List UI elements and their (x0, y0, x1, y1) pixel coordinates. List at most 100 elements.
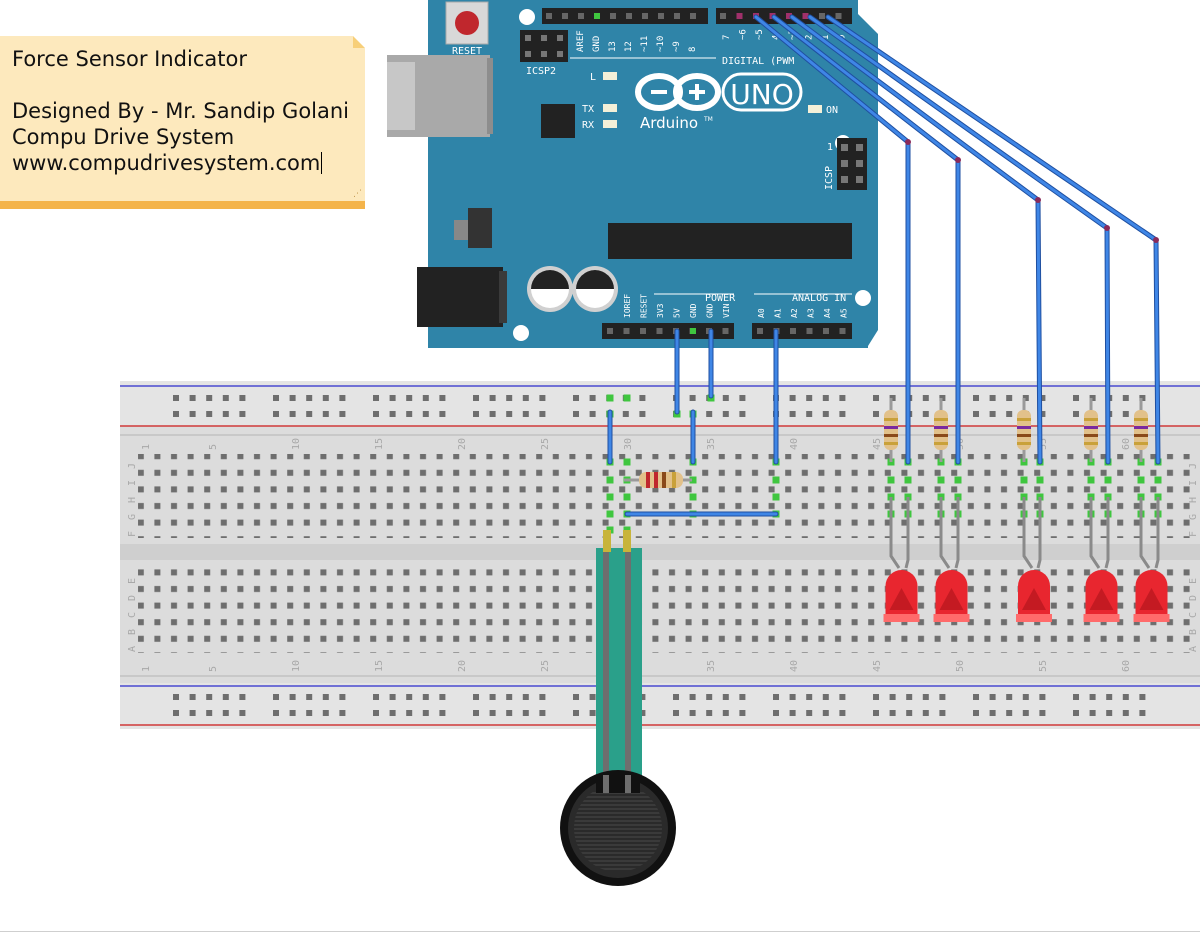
row-letter-left: E (127, 578, 138, 584)
note-bottom-bar (0, 201, 365, 209)
analog-pin-label: A1 (774, 308, 783, 318)
led-resistor (1084, 398, 1098, 462)
analog-pin-label: A0 (757, 308, 766, 318)
icsp-label: ICSP (824, 166, 835, 190)
analog-pin-label: A4 (823, 308, 832, 318)
red-led (1016, 497, 1052, 622)
row-letter-left: H (127, 497, 138, 503)
power-pin-label: GND (706, 303, 715, 318)
note-spacer (12, 72, 349, 98)
column-number-top: 35 (706, 438, 717, 450)
digital-pin-label: GND (592, 36, 602, 52)
power-pin-label: VIN (722, 303, 731, 318)
row-letter-right: D (1188, 595, 1199, 601)
power-label: POWER (705, 293, 736, 304)
row-letter-left: B (127, 629, 138, 635)
power-pin-label: 5V (673, 308, 682, 318)
row-letter-right: B (1188, 629, 1199, 635)
digital-pin-label: 8 (688, 47, 698, 52)
row-letter-right: H (1188, 497, 1199, 503)
led-resistor (1017, 398, 1031, 462)
analog-pin-label: A5 (840, 308, 849, 318)
column-number-top: 40 (789, 438, 800, 450)
column-number-bottom: 35 (706, 660, 717, 672)
power-pin-label: IOREF (623, 294, 632, 318)
note-designer: Designed By - Mr. Sandip Golani (12, 99, 350, 123)
column-number-top: 10 (291, 438, 302, 450)
icsp2-label: ICSP2 (526, 66, 556, 77)
row-letter-right: J (1188, 463, 1199, 469)
digital-pin-label: ~6 (739, 29, 749, 40)
power-pin-label: 3V3 (656, 303, 665, 318)
column-number-top: 25 (540, 438, 551, 450)
digital-pin-label: 2 (805, 35, 815, 40)
sensor-resistor (624, 472, 692, 488)
row-letter-right: F (1188, 531, 1199, 537)
analog-pin-label: A3 (807, 308, 816, 318)
note-company: Compu Drive System (12, 125, 235, 149)
power-pin-label: GND (689, 303, 698, 318)
column-number-bottom: 25 (540, 660, 551, 672)
note-title: Force Sensor Indicator (12, 47, 247, 71)
column-number-top: 55 (1038, 438, 1049, 450)
led-l-label: L (590, 72, 596, 83)
icsp-pin1-label: 1 (827, 142, 833, 153)
row-letter-left: I (127, 480, 138, 486)
column-number-top: 20 (457, 438, 468, 450)
column-number-bottom: 10 (291, 660, 302, 672)
column-number-bottom: 5 (208, 666, 219, 672)
row-letter-left: F (127, 531, 138, 537)
row-letter-right: G (1188, 514, 1199, 520)
row-letter-right: C (1188, 612, 1199, 618)
red-led (1083, 497, 1120, 622)
row-letter-right: A (1188, 646, 1199, 652)
digital-pin-label: 7 (722, 35, 732, 40)
digital-pin-label: ~10 (656, 36, 666, 52)
led-resistor (934, 398, 948, 462)
reset-label: RESET (452, 46, 482, 57)
digital-pin-label: AREF (576, 30, 586, 52)
note-text[interactable]: Force Sensor Indicator Designed By - Mr.… (12, 46, 349, 176)
digital-pin-label: 1 (821, 35, 831, 40)
column-number-top: 45 (872, 438, 883, 450)
red-led (1133, 497, 1170, 622)
row-letter-right: I (1188, 480, 1199, 486)
row-letter-left: J (127, 463, 138, 469)
resize-grip-icon[interactable]: ⋰ (353, 189, 362, 199)
svg-text:UNO: UNO (730, 78, 793, 111)
led-rx-label: RX (582, 120, 594, 131)
text-caret (321, 152, 323, 174)
wires (607, 14, 1161, 517)
svg-text:TM: TM (703, 116, 713, 123)
note-website-line: www.compudrivesystem.com (12, 150, 349, 176)
column-number-bottom: 20 (457, 660, 468, 672)
column-number-top: 60 (1121, 438, 1132, 450)
digital-pin-label: 13 (608, 41, 618, 52)
led-tx-label: TX (582, 104, 594, 115)
column-number-bottom: 55 (1038, 660, 1049, 672)
force-sensor (560, 530, 676, 886)
column-number-bottom: 15 (374, 660, 385, 672)
digital-pin-label: 4 (772, 35, 782, 40)
red-led (883, 497, 920, 622)
row-letter-left: D (127, 595, 138, 601)
power-pin-label: RESET (640, 294, 649, 318)
column-number-bottom: 60 (1121, 660, 1132, 672)
reset-button[interactable] (445, 1, 489, 45)
row-letter-left: A (127, 646, 138, 652)
digital-pin-label: ~11 (640, 36, 650, 52)
digital-pin-label: 12 (624, 41, 634, 52)
digital-pin-label: ~5 (755, 29, 765, 40)
column-number-top: 1 (141, 444, 152, 450)
row-letter-left: G (127, 514, 138, 520)
column-number-top: 5 (208, 444, 219, 450)
column-number-top: 30 (623, 438, 634, 450)
led-on-label: ON (826, 105, 838, 116)
info-note: Force Sensor Indicator Designed By - Mr.… (0, 36, 365, 209)
digital-pin-label: ~9 (672, 41, 682, 52)
column-number-top: 15 (374, 438, 385, 450)
column-number-bottom: 50 (955, 660, 966, 672)
analog-label: ANALOG IN (792, 293, 846, 304)
